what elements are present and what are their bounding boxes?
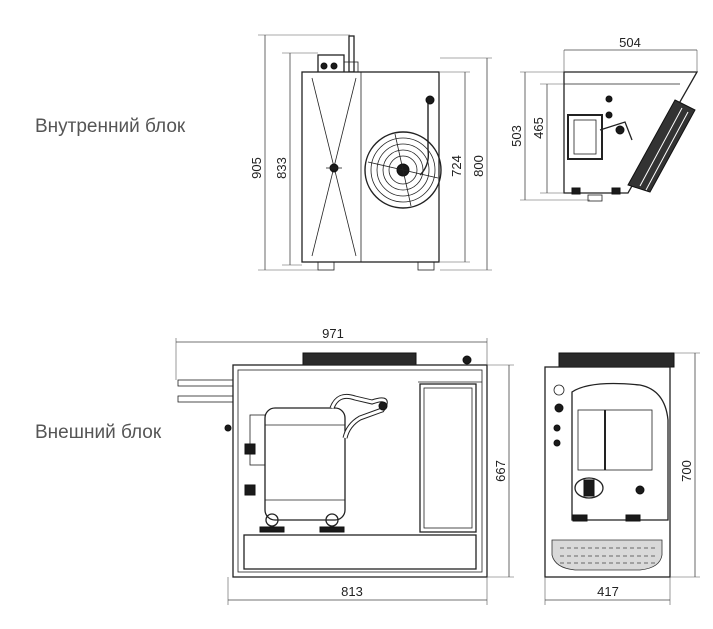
indoor-side-body — [563, 71, 699, 194]
indoor-front-dimensions — [258, 34, 492, 271]
dim-417-label: 417 — [597, 584, 619, 599]
indoor-side-fitting — [605, 95, 613, 103]
dim-503-label: 503 — [509, 125, 524, 147]
outdoor-side-compressor-icon — [577, 409, 653, 471]
dim-465-label: 465 — [531, 117, 546, 139]
indoor-unit-label: Внутренний блок — [35, 116, 186, 137]
indoor-foot — [417, 261, 435, 271]
outdoor-condenser-panel — [419, 383, 477, 533]
outdoor-side-dimensions — [544, 352, 700, 605]
indoor-capillary-pipe — [419, 100, 430, 176]
outdoor-front-dimensions — [175, 338, 514, 605]
outdoor-top-fan-icon — [302, 352, 417, 366]
indoor-side-foot — [587, 194, 603, 202]
indoor-valve-icon — [425, 95, 435, 105]
dim-971-label: 971 — [322, 326, 344, 341]
compressor-foot — [325, 513, 339, 527]
outdoor-unit-label: Внешний блок — [35, 422, 162, 443]
outdoor-side-fitting — [554, 403, 564, 413]
outdoor-front-view — [177, 352, 488, 578]
indoor-side-fitting — [615, 125, 625, 135]
dim-813-label: 813 — [341, 584, 363, 599]
indoor-fan-guard-icon — [382, 149, 424, 191]
outdoor-side-pipe — [177, 379, 236, 387]
indoor-top-fitting — [330, 62, 338, 70]
dim-504-label: 504 — [619, 35, 641, 50]
outdoor-side-fan-icon — [558, 352, 675, 368]
outdoor-side-grille — [551, 539, 663, 571]
outdoor-side-fitting — [553, 424, 561, 432]
indoor-side-fitting — [605, 111, 613, 119]
indoor-side-view — [563, 71, 699, 202]
outdoor-side-fitting — [553, 384, 565, 396]
outdoor-valve-icon — [378, 401, 388, 411]
indoor-foot — [317, 261, 335, 271]
outdoor-side-pipe — [177, 395, 236, 403]
dim-800-label: 800 — [471, 155, 486, 177]
outdoor-side-fitting — [553, 439, 561, 447]
indoor-front-view — [301, 35, 442, 271]
compressor-terminal-box — [249, 414, 266, 466]
indoor-front-body — [301, 71, 440, 263]
indoor-fan-guard-icon — [388, 155, 418, 185]
indoor-top-pipe — [348, 35, 355, 73]
outdoor-side-view — [544, 352, 675, 578]
indoor-fan-guard-icon — [364, 131, 442, 209]
indoor-fan-guard-icon — [370, 137, 436, 203]
outdoor-side-compressor-housing — [571, 382, 669, 521]
indoor-side-dimensions — [520, 49, 698, 201]
indoor-fan-guard-icon — [376, 143, 430, 197]
indoor-fan-spoke — [394, 133, 412, 207]
dim-833-label: 833 — [274, 157, 289, 179]
indoor-side-electrical-box — [567, 114, 603, 160]
dim-667-label: 667 — [493, 460, 508, 482]
compressor-foot — [265, 513, 279, 527]
dim-905-label: 905 — [249, 157, 264, 179]
indoor-top-fitting — [320, 62, 328, 70]
dim-700-label: 700 — [679, 460, 694, 482]
outdoor-bottom-tray — [243, 534, 477, 570]
dim-724-label: 724 — [449, 155, 464, 177]
outdoor-top-fitting — [462, 355, 472, 365]
